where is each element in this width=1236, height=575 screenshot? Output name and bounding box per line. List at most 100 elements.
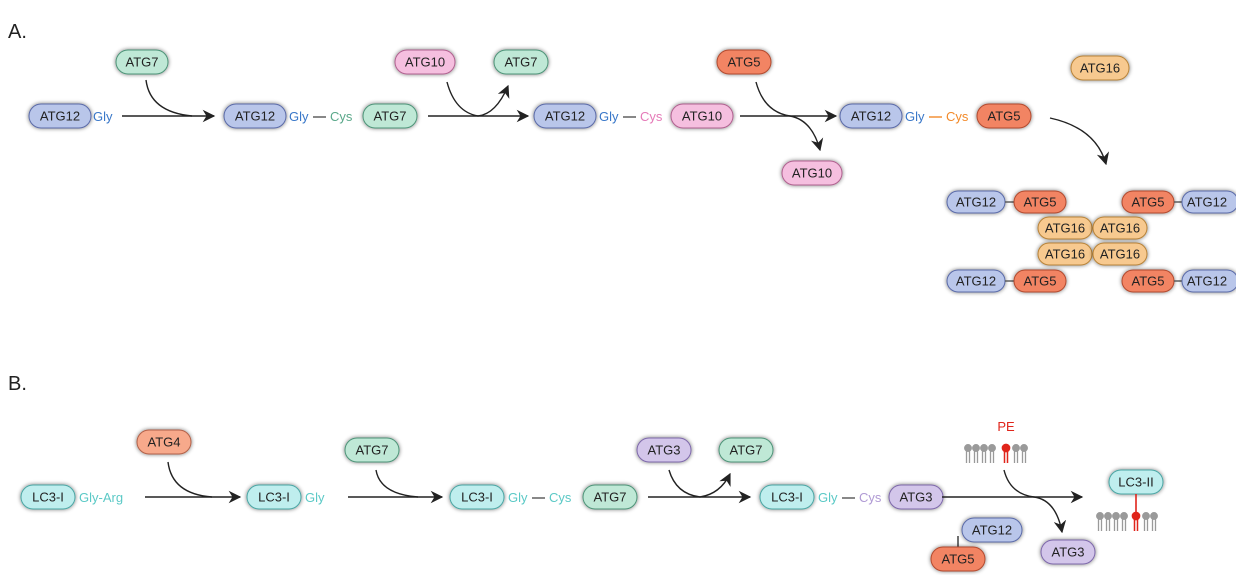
panel-a: ATG12 Gly ATG7 ATG12 Gly Cys ATG7 ATG10 … — [28, 49, 1236, 293]
arrow-b3-in — [668, 469, 701, 498]
cys-a4: Cys — [946, 109, 969, 124]
svg-text:ATG12: ATG12 — [545, 109, 585, 124]
pill-atg5-c4: ATG5 — [1121, 269, 1175, 293]
svg-text:ATG12: ATG12 — [1187, 195, 1227, 210]
pill-atg7-b1: ATG7 — [344, 437, 400, 463]
arrow-b2-in — [375, 469, 419, 498]
svg-text:ATG7: ATG7 — [356, 443, 389, 458]
pill-atg7-a2: ATG7 — [362, 103, 418, 129]
svg-text:ATG5: ATG5 — [1024, 195, 1057, 210]
arrow-b4-out — [1033, 496, 1067, 534]
svg-text:ATG12: ATG12 — [1187, 274, 1227, 289]
pill-atg5-c2: ATG5 — [1121, 190, 1175, 214]
svg-text:LC3-I: LC3-I — [771, 490, 803, 505]
pill-atg12-c2: ATG12 — [1181, 190, 1236, 214]
pill-atg12-a3: ATG12 — [533, 103, 597, 129]
pill-atg10-a: ATG10 — [394, 49, 456, 75]
complex-atg12-atg5-atg16: ATG12 ATG5 ATG5 ATG12 ATG16 — [946, 190, 1236, 293]
arrow-a3-in — [755, 81, 791, 117]
pill-atg12-c1: ATG12 — [946, 190, 1006, 214]
pill-atg3-b3: ATG3 — [1040, 539, 1096, 565]
svg-text:ATG16: ATG16 — [1100, 221, 1140, 236]
panel-label-a: A. — [8, 21, 27, 43]
svg-text:ATG16: ATG16 — [1080, 61, 1120, 76]
svg-text:ATG12: ATG12 — [956, 195, 996, 210]
gly-arg-b1: Gly-Arg — [79, 490, 123, 505]
pill-atg16-c1: ATG16 — [1037, 216, 1093, 240]
pill-lc3i-b3: LC3-I — [449, 484, 505, 510]
svg-text:ATG7: ATG7 — [730, 443, 763, 458]
svg-text:LC3-I: LC3-I — [461, 490, 493, 505]
pill-atg5-b: ATG5 — [930, 546, 986, 572]
svg-text:ATG5: ATG5 — [1024, 274, 1057, 289]
svg-text:ATG7: ATG7 — [594, 490, 627, 505]
svg-text:LC3-I: LC3-I — [258, 490, 290, 505]
pill-atg16-c2: ATG16 — [1092, 216, 1148, 240]
gly-b2: Gly — [305, 490, 325, 505]
pill-atg5-a2: ATG5 — [976, 103, 1032, 129]
pill-atg7-b2: ATG7 — [582, 484, 638, 510]
gly-b4: Gly — [818, 490, 838, 505]
pill-atg3-b2: ATG3 — [888, 484, 944, 510]
svg-text:ATG4: ATG4 — [148, 435, 181, 450]
panel-b: LC3-I Gly-Arg ATG4 LC3-I Gly ATG7 LC3-I … — [20, 419, 1164, 572]
svg-text:ATG16: ATG16 — [1045, 247, 1085, 262]
pill-atg7-a3: ATG7 — [493, 49, 549, 75]
arrow-b1-in — [167, 461, 213, 498]
svg-text:ATG3: ATG3 — [648, 443, 681, 458]
pill-atg10-a2: ATG10 — [670, 103, 734, 129]
pill-atg5-c3: ATG5 — [1013, 269, 1067, 293]
svg-text:ATG3: ATG3 — [900, 490, 933, 505]
pill-lc3i-b2: LC3-I — [246, 484, 302, 510]
arrow-b3-out — [699, 472, 731, 498]
pill-lc3ii: LC3-II — [1108, 469, 1164, 495]
pill-atg12-b: ATG12 — [961, 517, 1023, 543]
pill-atg16-c3: ATG16 — [1037, 242, 1093, 266]
svg-text:ATG16: ATG16 — [1100, 247, 1140, 262]
svg-text:ATG12: ATG12 — [235, 109, 275, 124]
pill-atg12-a1: ATG12 — [28, 103, 92, 129]
svg-text:LC3-II: LC3-II — [1118, 475, 1153, 490]
cys-b3: Cys — [549, 490, 572, 505]
svg-text:ATG5: ATG5 — [988, 109, 1021, 124]
svg-text:ATG7: ATG7 — [126, 55, 159, 70]
pill-atg7-b3: ATG7 — [718, 437, 774, 463]
panel-label-b: B. — [8, 373, 27, 395]
cys-a2: Cys — [330, 109, 353, 124]
cys-a3: Cys — [640, 109, 663, 124]
pill-atg12-a4: ATG12 — [839, 103, 903, 129]
arrow-a1-in — [145, 79, 193, 117]
pill-atg7-a1: ATG7 — [115, 49, 169, 75]
svg-text:LC3-I: LC3-I — [32, 490, 64, 505]
svg-text:ATG7: ATG7 — [374, 109, 407, 124]
svg-text:ATG5: ATG5 — [942, 552, 975, 567]
pill-atg10-a3: ATG10 — [781, 160, 843, 186]
svg-text:ATG12: ATG12 — [40, 109, 80, 124]
pill-atg12-a2: ATG12 — [223, 103, 287, 129]
pe-membrane-2 — [1096, 511, 1158, 531]
pill-atg5-c1: ATG5 — [1013, 190, 1067, 214]
pill-lc3i-b4: LC3-I — [759, 484, 815, 510]
svg-text:ATG10: ATG10 — [792, 166, 832, 181]
svg-text:ATG12: ATG12 — [851, 109, 891, 124]
svg-text:ATG5: ATG5 — [1132, 195, 1165, 210]
cys-b4: Cys — [859, 490, 882, 505]
gly-a3: Gly — [599, 109, 619, 124]
svg-text:ATG3: ATG3 — [1052, 545, 1085, 560]
svg-text:ATG5: ATG5 — [1132, 274, 1165, 289]
svg-text:ATG10: ATG10 — [405, 55, 445, 70]
pe-membrane-1 — [964, 443, 1028, 463]
gly-b3: Gly — [508, 490, 528, 505]
gly-a1: Gly — [93, 109, 113, 124]
svg-text:ATG7: ATG7 — [505, 55, 538, 70]
svg-text:ATG16: ATG16 — [1045, 221, 1085, 236]
arrow-a4 — [1049, 117, 1110, 166]
pill-atg4-b: ATG4 — [136, 429, 192, 455]
svg-text:ATG12: ATG12 — [956, 274, 996, 289]
pill-atg3-b1: ATG3 — [636, 437, 692, 463]
pill-lc3i-b1: LC3-I — [20, 484, 76, 510]
arrow-b4-in — [1003, 469, 1035, 498]
svg-text:ATG5: ATG5 — [728, 55, 761, 70]
gly-a4: Gly — [905, 109, 925, 124]
